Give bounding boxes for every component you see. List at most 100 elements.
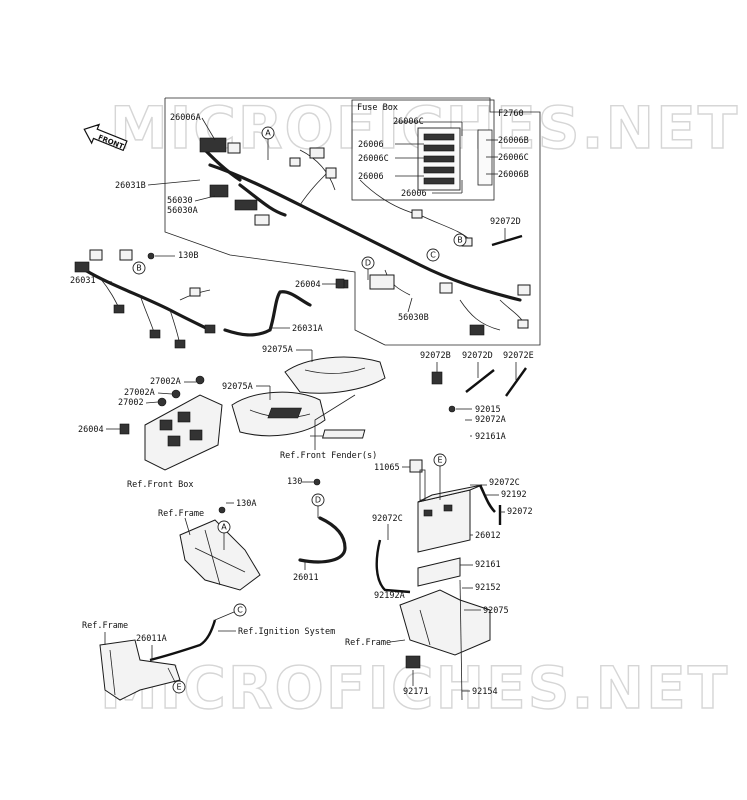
label-26031: 26031 bbox=[70, 276, 96, 286]
callout-b-top: B bbox=[453, 233, 467, 247]
leader-56030 bbox=[194, 195, 216, 202]
label-11065: 11065 bbox=[374, 463, 400, 473]
part-26011-cable bbox=[298, 516, 347, 564]
svg-text:C: C bbox=[237, 606, 243, 615]
battery-area bbox=[267, 405, 502, 701]
leader-56030b bbox=[407, 297, 413, 313]
label-92015: 92015 bbox=[475, 405, 501, 415]
fuse-label-26006c-2: 26006C bbox=[358, 154, 389, 164]
callout-d-top: D bbox=[361, 256, 375, 270]
front-fenders bbox=[231, 356, 386, 437]
label-26031b: 26031B bbox=[115, 181, 146, 191]
callout-a-frame: A bbox=[217, 520, 231, 534]
label-92192: 92192 bbox=[501, 490, 527, 500]
part-130b-bolt bbox=[147, 252, 155, 260]
fuse-box-frame bbox=[351, 99, 495, 201]
label-92072d-top: 92072D bbox=[490, 217, 521, 227]
fuse-label-26006-1: 26006 bbox=[358, 140, 384, 150]
fuse-label-26006b-1: 26006B bbox=[498, 136, 529, 146]
label-26012: 26012 bbox=[475, 531, 501, 541]
left-harness-26031 bbox=[74, 249, 216, 349]
svg-text:C: C bbox=[430, 251, 436, 260]
callout-b-left: B bbox=[132, 261, 146, 275]
label-92072c-2: 92072C bbox=[372, 514, 403, 524]
part-92072d-mid bbox=[465, 369, 495, 393]
label-26004-top: 26004 bbox=[295, 280, 321, 290]
fuse-box-relay-panel bbox=[477, 129, 493, 186]
callout-e-battery: E bbox=[433, 453, 447, 467]
label-130a: 130A bbox=[236, 499, 256, 509]
part-26031a-cable bbox=[223, 290, 312, 337]
front-arrow-icon: FRONT bbox=[83, 123, 128, 152]
label-92075: 92075 bbox=[483, 606, 509, 616]
label-26031a: 26031A bbox=[292, 324, 323, 334]
label-56030a: 56030A bbox=[167, 206, 198, 216]
callout-a-top: A bbox=[261, 126, 275, 140]
label-ref-frame-3: Ref.Frame bbox=[82, 621, 128, 631]
label-ref-front-fender: Ref.Front Fender(s) bbox=[280, 451, 377, 461]
svg-text:A: A bbox=[265, 129, 271, 138]
label-92075a-1: 92075A bbox=[262, 345, 293, 355]
harness-outline bbox=[164, 97, 541, 346]
part-92072d-top bbox=[491, 234, 523, 247]
label-92072b: 92072B bbox=[420, 351, 451, 361]
label-92072c-1: 92072C bbox=[489, 478, 520, 488]
label-26006a: 26006A bbox=[170, 113, 201, 123]
fuse-label-26006b-2: 26006B bbox=[498, 170, 529, 180]
label-92192a: 92192A bbox=[374, 591, 405, 601]
label-27002a-2: 27002A bbox=[124, 388, 155, 398]
svg-text:D: D bbox=[315, 496, 321, 505]
svg-text:D: D bbox=[365, 259, 371, 268]
label-27002a-1: 27002A bbox=[150, 377, 181, 387]
label-92171: 92171 bbox=[403, 687, 429, 697]
label-92161a: 92161A bbox=[475, 432, 506, 442]
fuse-label-26006-3: 26006 bbox=[358, 172, 384, 182]
label-92075a-2: 92075A bbox=[222, 382, 253, 392]
front-box-assembly bbox=[119, 375, 223, 471]
callout-e-bottom: E bbox=[172, 680, 186, 694]
fuse-box-leaders bbox=[395, 121, 498, 194]
part-92072e bbox=[505, 367, 527, 397]
fuse-label-26006c-top: 26006C bbox=[393, 117, 424, 127]
leader-fender bbox=[314, 394, 356, 450]
main-harness bbox=[199, 137, 531, 336]
svg-text:A: A bbox=[221, 523, 227, 532]
label-92161: 92161 bbox=[475, 560, 501, 570]
label-92072: 92072 bbox=[507, 507, 533, 517]
svg-text:E: E bbox=[437, 456, 442, 465]
label-26011a: 26011A bbox=[136, 634, 167, 644]
svg-text:E: E bbox=[176, 683, 181, 692]
label-92072a: 92072A bbox=[475, 415, 506, 425]
label-92154: 92154 bbox=[472, 687, 498, 697]
svg-text:B: B bbox=[457, 236, 463, 245]
fuse-box-fuses bbox=[423, 133, 455, 185]
label-92152: 92152 bbox=[475, 583, 501, 593]
part-92072b bbox=[431, 371, 443, 385]
callout-d-cable: D bbox=[311, 493, 325, 507]
label-ref-front-box: Ref.Front Box bbox=[127, 480, 194, 490]
label-ref-frame-1: Ref.Frame bbox=[158, 509, 204, 519]
part-130-bolt bbox=[313, 478, 321, 486]
label-26011: 26011 bbox=[293, 573, 319, 583]
label-ref-ignition: Ref.Ignition System bbox=[238, 627, 335, 637]
figure-code: F2760 bbox=[498, 109, 524, 119]
bottom-frame bbox=[99, 619, 217, 701]
label-26004-left: 26004 bbox=[78, 425, 104, 435]
label-92072d-mid: 92072D bbox=[462, 351, 493, 361]
fuse-label-26006-4: 26006 bbox=[401, 189, 427, 199]
callout-c-ignition: C bbox=[233, 603, 247, 617]
label-130: 130 bbox=[287, 477, 302, 487]
leader-26006a bbox=[201, 117, 216, 141]
label-56030b: 56030B bbox=[398, 313, 429, 323]
leader-26031 bbox=[101, 279, 113, 283]
fuse-box-title: Fuse Box bbox=[357, 103, 398, 113]
label-56030: 56030 bbox=[167, 196, 193, 206]
label-130b: 130B bbox=[178, 251, 198, 261]
callout-c-top: C bbox=[426, 248, 440, 262]
middle-frame bbox=[179, 506, 261, 591]
leader-26031b bbox=[147, 179, 201, 186]
svg-text:B: B bbox=[136, 264, 142, 273]
label-27002: 27002 bbox=[118, 398, 144, 408]
label-92072e: 92072E bbox=[503, 351, 534, 361]
